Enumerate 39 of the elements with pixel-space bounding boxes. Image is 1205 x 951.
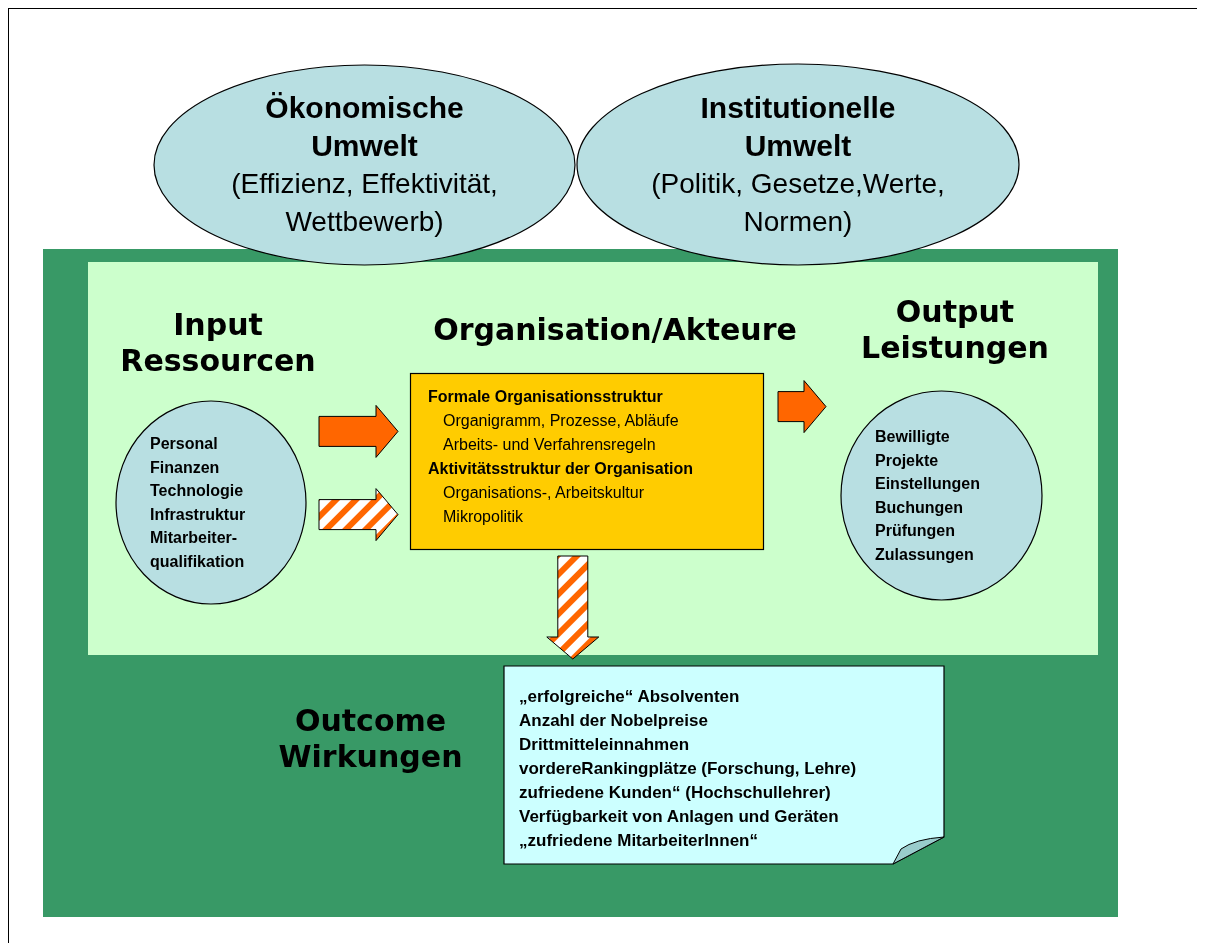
note-text: Drittmitteleinnahmen	[519, 734, 691, 756]
box-text: Organisations-, Arbeitskultur	[442, 483, 645, 503]
background-panel	[43, 249, 1118, 917]
ellipse-text: (Effizienz, Effektivität, Wettbewerb)	[230, 167, 499, 239]
block-arrow	[777, 380, 827, 434]
note-text: zufriedene Kunden“ (Hochschullehrer)	[519, 782, 832, 804]
box-text: Arbeits- und Verfahrensregeln	[442, 435, 657, 455]
section-heading: Outcome Wirkungen	[277, 703, 464, 775]
list-item: Personal	[150, 434, 219, 454]
block-arrow	[318, 404, 399, 458]
ellipse-text: (Politik, Gesetze,Werte, Normen)	[650, 166, 946, 239]
block-arrow	[318, 488, 399, 542]
box-text: Organigramm, Prozesse, Abläufe	[442, 411, 680, 431]
list-item: Einstellungen	[875, 474, 981, 494]
list-item: Technologie	[150, 481, 245, 501]
list-item: Mitarbeiter- qualifikation	[150, 528, 246, 572]
background-panel	[88, 262, 1098, 655]
list-item: Zulassungen	[875, 544, 975, 565]
list-item: Prüfungen	[875, 521, 956, 541]
list-item: Infrastruktur	[150, 504, 247, 525]
list-item: Finanzen	[150, 457, 221, 478]
note-text: vordereRankingplätze (Forschung, Lehre)	[519, 758, 857, 780]
note-text: Verfügbarkeit von Anlagen und Geräten	[519, 806, 840, 828]
section-heading: Organisation/Akteure	[432, 312, 798, 348]
ellipse-heading: Institutionelle Umwelt	[699, 89, 897, 164]
block-arrow	[546, 555, 600, 660]
ellipse-heading: Ökonomische Umwelt	[264, 90, 465, 164]
list-item: Bewilligte Projekte	[875, 427, 951, 471]
note-text: „erfolgreiche“ Absolventen	[519, 686, 741, 708]
box-text: Formale Organisationsstruktur	[428, 387, 664, 407]
note-text: Anzahl der Nobelpreise	[519, 710, 709, 732]
note-text: „zufriedene MitarbeiterInnen“	[519, 830, 759, 852]
section-heading: Output Leistungen	[860, 294, 1050, 366]
ellipse-node	[576, 63, 1020, 266]
box-text: Aktivitätsstruktur der Organisation	[428, 459, 693, 479]
list-item: Buchungen	[875, 497, 964, 518]
section-heading: Input Ressourcen	[119, 307, 317, 379]
ellipse-node	[153, 64, 576, 266]
box-text: Mikropolitik	[442, 507, 524, 527]
